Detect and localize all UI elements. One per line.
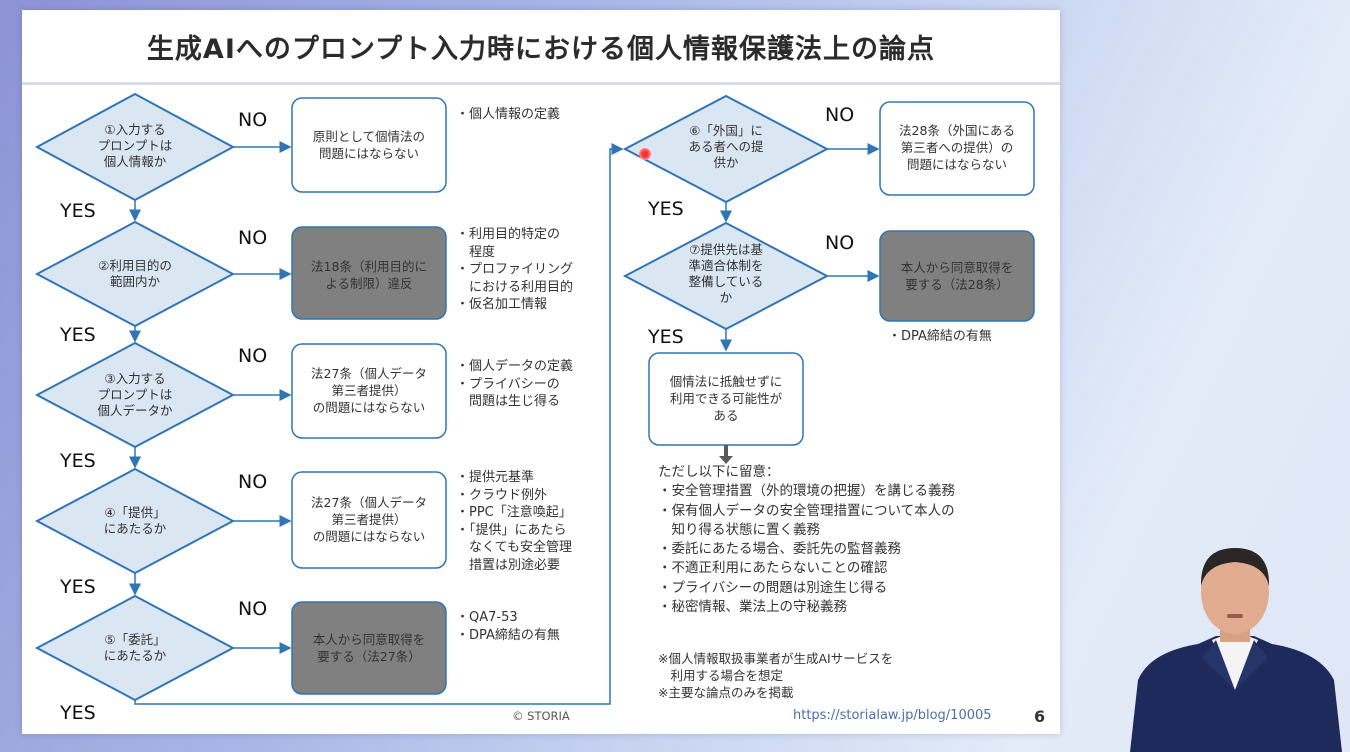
laser-pointer-dot	[639, 148, 651, 160]
diamond-1-text: ①入力するプロンプトは個人情報か	[97, 122, 173, 169]
note-1: ・個人情報の定義	[456, 107, 561, 122]
footnotes: ※個人情報取扱事業者が生成AIサービスを 利用する場合を想定※主要な論点のみを掲…	[658, 651, 894, 700]
slide-title: 生成AIへのプロンプト入力時における個人情報保護法上の論点	[146, 33, 936, 65]
outcome-box-3-text: 法27条（個人データ第三者提供）の問題にはならない	[311, 366, 427, 415]
yes-label-4: YES	[60, 576, 96, 598]
yes-label-3: YES	[60, 450, 96, 472]
no-label-2: NO	[238, 227, 268, 249]
outcome-box-1	[291, 97, 447, 193]
caveats-heading: ただし以下に留意：	[658, 464, 780, 480]
outcome-box-4	[291, 471, 447, 569]
note-7: ・DPA締結の有無	[888, 329, 992, 344]
no-label-1: NO	[238, 109, 268, 131]
outcome-box-6-text: 法28条（外国にある第三者への提供）の問題にはならない	[899, 123, 1015, 172]
source-url[interactable]: https://storialaw.jp/blog/10005	[793, 708, 992, 723]
outcome-box-4-text: 法27条（個人データ第三者提供）の問題にはならない	[311, 495, 427, 544]
yes-label-1: YES	[60, 200, 96, 222]
yes-label-5: YES	[60, 702, 96, 724]
note-5: ・QA7-53・DPA締結の有無	[456, 610, 560, 643]
presenter-video	[1130, 548, 1342, 752]
no-label-7: NO	[825, 232, 855, 254]
no-label-6: NO	[825, 104, 855, 126]
outcome-box-6	[879, 101, 1035, 196]
page-number: 6	[1034, 707, 1046, 726]
note-4: ・提供元基準・クラウド例外・PPC「注意喚起」・「提供」にあたら なくても安全管…	[456, 470, 572, 573]
yes-label-6: YES	[648, 198, 684, 220]
outcome-box-5-text: 本人から同意取得を要する（法27条）	[312, 632, 426, 664]
outcome-box-5	[291, 601, 447, 695]
flowchart-shapes	[34, 92, 1035, 705]
diamond-6-text: ⑥「外国」にある者への提供か	[688, 123, 764, 170]
note-3: ・個人データの定義・プライバシーの 問題は生じ得る	[456, 359, 574, 409]
outcome-box-2-text: 法18条（利用目的による制限）違反	[311, 259, 427, 291]
diamond-5-text: ⑤「委託」にあたるか	[103, 632, 167, 663]
no-label-3: NO	[238, 345, 268, 367]
no-label-4: NO	[238, 471, 268, 493]
slide: 生成AIへのプロンプト入力時における個人情報保護法上の論点	[22, 10, 1060, 734]
yes-label-2: YES	[60, 324, 96, 346]
diamond-4-text: ④「提供」にあたるか	[103, 505, 167, 536]
result-box-text: 個情法に抵触せずに利用できる可能性がある	[669, 374, 783, 423]
outcome-box-1-text: 原則として個情法の問題にはならない	[312, 129, 426, 161]
outcome-box-7	[879, 230, 1035, 322]
no-label-5: NO	[238, 598, 268, 620]
outcome-box-2	[291, 226, 447, 320]
outcome-box-3	[291, 343, 447, 439]
diamond-2-text: ②利用目的の範囲内か	[98, 258, 172, 289]
yes-label-7: YES	[648, 326, 684, 348]
note-2: ・利用目的特定の 程度・プロファイリング における利用目的・仮名加工情報	[456, 227, 574, 312]
diamond-7-text: ⑦提供先は基準適合体制を整備しているか	[688, 242, 764, 305]
slide-title-bar: 生成AIへのプロンプト入力時における個人情報保護法上の論点	[22, 10, 1060, 85]
outcome-box-7-text: 本人から同意取得を要する（法28条）	[900, 260, 1014, 292]
caveats-block: ただし以下に留意： ・安全管理措置（外的環境の把握）を講じる義務・保有個人データ…	[658, 464, 955, 616]
copyright: © STORIA	[512, 709, 570, 723]
diamond-3-text: ③入力するプロンプトは個人データか	[97, 371, 173, 418]
